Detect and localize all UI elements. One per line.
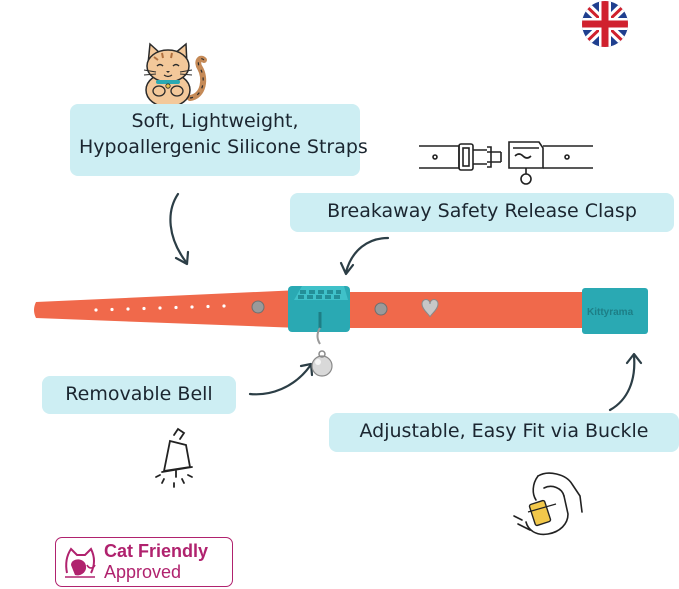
arrow-to-bell-icon bbox=[248, 362, 314, 396]
rivet-left bbox=[251, 300, 265, 314]
collar: Kittyrama bbox=[34, 286, 648, 377]
brand-text: Kittyrama bbox=[587, 307, 634, 318]
uk-flag-icon bbox=[582, 1, 628, 47]
hand-buckle-icon bbox=[513, 472, 583, 536]
arrow-to-buckle-icon bbox=[608, 352, 643, 412]
cat-icon bbox=[143, 42, 207, 108]
soft-straps-label: Soft, Lightweight, Hypoallergenic Silico… bbox=[70, 104, 368, 176]
clasp-label: Breakaway Safety Release Clasp bbox=[290, 193, 674, 232]
badge-line1: Cat Friendly bbox=[104, 541, 209, 561]
strap-holes bbox=[94, 304, 226, 312]
cat-head-icon bbox=[65, 547, 96, 578]
soft-straps-line2: Hypoallergenic Silicone Straps bbox=[79, 135, 368, 158]
heart-charm bbox=[421, 299, 439, 318]
arrow-to-clasp-icon bbox=[339, 236, 390, 276]
rivet-right bbox=[374, 302, 388, 316]
clasp-diagram-icon bbox=[419, 141, 593, 185]
bell-icon bbox=[155, 427, 193, 488]
arrow-to-strap-icon bbox=[169, 192, 190, 266]
left-strap bbox=[34, 290, 300, 328]
buckle-loop bbox=[582, 288, 648, 334]
adjust-label: Adjustable, Easy Fit via Buckle bbox=[329, 413, 679, 452]
bell-charm bbox=[311, 355, 333, 377]
soft-straps-line1: Soft, Lightweight, bbox=[131, 110, 299, 132]
cat-friendly-badge: Cat Friendly Approved bbox=[55, 537, 233, 587]
right-strap bbox=[340, 292, 590, 328]
badge-line2: Approved bbox=[104, 562, 182, 582]
bell-label: Removable Bell bbox=[42, 376, 236, 414]
